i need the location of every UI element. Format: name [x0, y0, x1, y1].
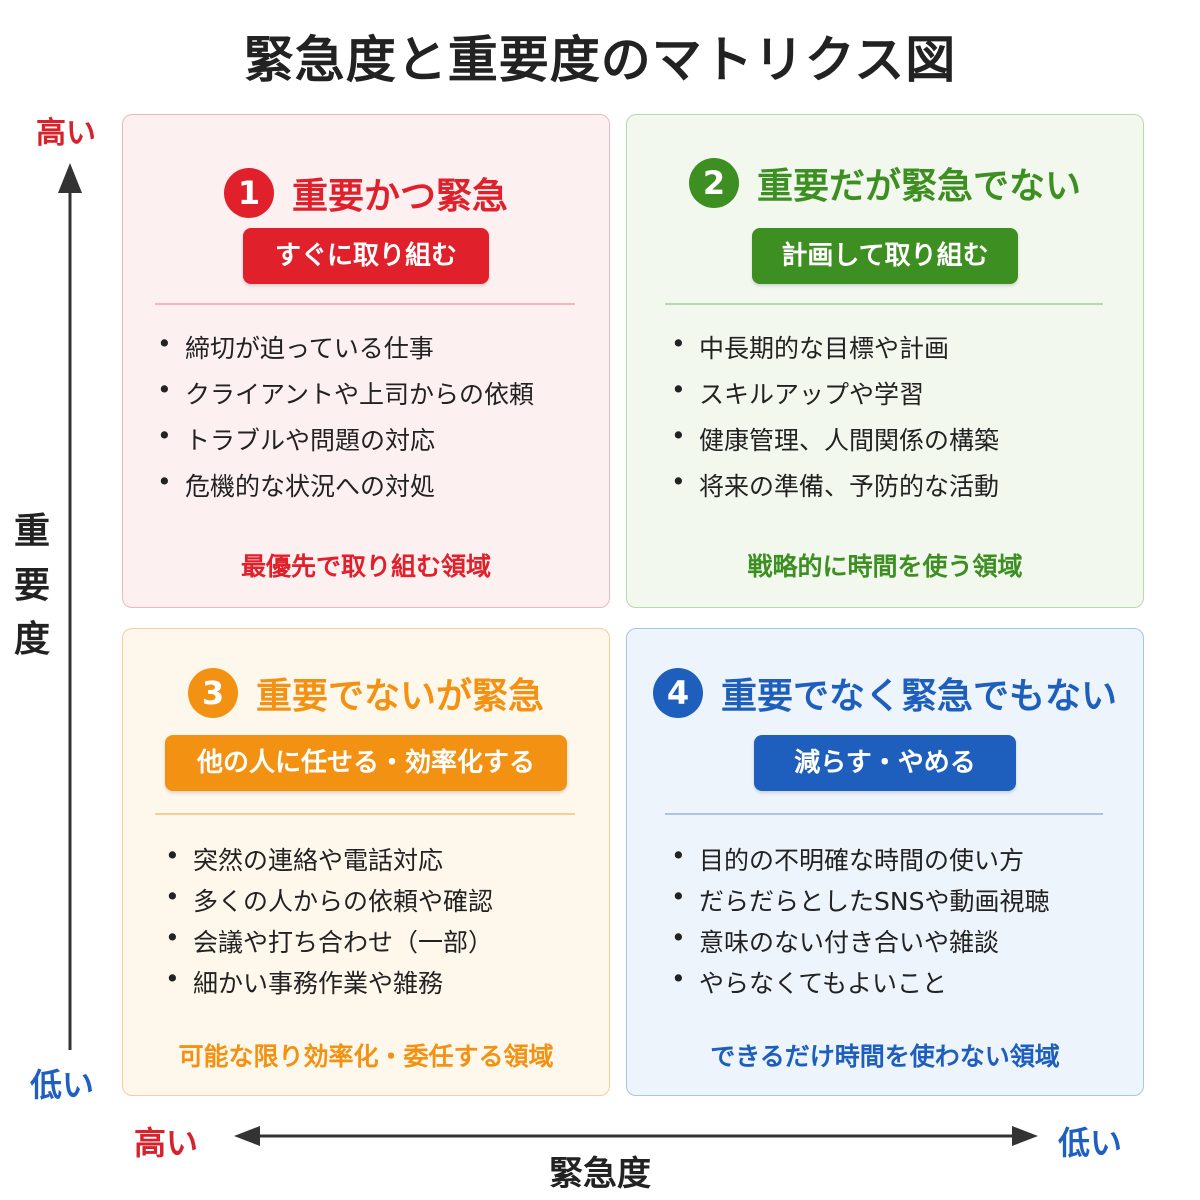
divider — [665, 813, 1103, 815]
action-label: 計画して取り組む — [752, 228, 1018, 284]
list-item: 中長期的な目標や計画 — [671, 329, 999, 375]
list-item: クライアントや上司からの依頼 — [157, 375, 534, 421]
list-item: トラブルや問題の対応 — [157, 421, 534, 467]
divider — [155, 813, 575, 815]
divider — [665, 303, 1103, 305]
quadrant-title: 重要かつ緊急 — [291, 176, 508, 217]
quadrant-number-badge: 2 — [688, 158, 739, 208]
y-axis-title-char: 度 — [13, 619, 50, 660]
quadrant-number-badge: 3 — [187, 668, 238, 718]
quadrant-3: 3 重要でないが緊急 他の人に任せる・効率化する 突然の連絡や電話対応 多くの人… — [122, 628, 610, 1096]
x-axis-high-label: 高い — [134, 1124, 199, 1162]
x-axis-left-arrowhead — [234, 1126, 260, 1146]
y-axis-title-char: 重 — [13, 511, 50, 552]
y-axis-low-label: 低い — [30, 1066, 95, 1104]
list-item: 将来の準備、予防的な活動 — [671, 467, 999, 513]
quadrant-number-badge: 4 — [652, 668, 703, 718]
quadrant-footer: できるだけ時間を使わない領域 — [710, 1042, 1060, 1071]
list-item: 締切が迫っている仕事 — [157, 329, 534, 375]
y-axis-title: 重要度 — [10, 505, 54, 667]
item-list: 目的の不明確な時間の使い方 だらだらとしたSNSや動画視聴 意味のない付き合いや… — [671, 841, 1049, 1005]
x-axis-right-arrowhead — [1012, 1126, 1038, 1146]
quadrant-4: 4 重要でなく緊急でもない 減らす・やめる 目的の不明確な時間の使い方 だらだら… — [626, 628, 1144, 1096]
y-axis-arrowhead — [58, 163, 82, 193]
x-axis-title: 緊急度 — [549, 1154, 651, 1194]
quadrant-footer: 戦略的に時間を使う領域 — [747, 552, 1023, 581]
quadrant-title: 重要でなく緊急でもない — [720, 676, 1117, 717]
item-list: 締切が迫っている仕事 クライアントや上司からの依頼 トラブルや問題の対応 危機的… — [157, 329, 534, 513]
list-item: スキルアップや学習 — [671, 375, 999, 421]
quadrant-footer: 可能な限り効率化・委任する領域 — [178, 1042, 554, 1071]
list-item: 突然の連絡や電話対応 — [165, 841, 493, 882]
list-item: だらだらとしたSNSや動画視聴 — [671, 882, 1049, 923]
quadrant-1: 1 重要かつ緊急 すぐに取り組む 締切が迫っている仕事 クライアントや上司からの… — [122, 114, 610, 608]
list-item: 会議や打ち合わせ（一部） — [165, 923, 493, 964]
list-item: 健康管理、人間関係の構築 — [671, 421, 999, 467]
quadrant-title: 重要だが緊急でない — [756, 166, 1081, 207]
list-item: やらなくてもよいこと — [671, 964, 1049, 1005]
quadrant-header: 4 重要でなく緊急でもない — [627, 667, 1143, 719]
action-label: すぐに取り組む — [243, 228, 489, 284]
item-list: 突然の連絡や電話対応 多くの人からの依頼や確認 会議や打ち合わせ（一部） 細かい… — [165, 841, 493, 1005]
list-item: 多くの人からの依頼や確認 — [165, 882, 493, 923]
action-label: 減らす・やめる — [754, 735, 1016, 791]
y-axis-title-char: 要 — [13, 565, 50, 606]
action-label: 他の人に任せる・効率化する — [165, 735, 567, 791]
list-item: 目的の不明確な時間の使い方 — [671, 841, 1049, 882]
divider — [155, 303, 575, 305]
quadrant-header: 1 重要かつ緊急 — [123, 167, 609, 219]
list-item: 危機的な状況への対処 — [157, 467, 534, 513]
quadrant-footer: 最優先で取り組む領域 — [240, 552, 491, 581]
y-axis-high-label: 高い — [36, 116, 96, 151]
quadrant-2: 2 重要だが緊急でない 計画して取り組む 中長期的な目標や計画 スキルアップや学… — [626, 114, 1144, 608]
list-item: 細かい事務作業や雑務 — [165, 964, 493, 1005]
quadrant-header: 3 重要でないが緊急 — [123, 667, 609, 719]
item-list: 中長期的な目標や計画 スキルアップや学習 健康管理、人間関係の構築 将来の準備、… — [671, 329, 999, 513]
quadrant-title: 重要でないが緊急 — [255, 676, 544, 717]
page-title: 緊急度と重要度のマトリクス図 — [243, 31, 957, 89]
quadrant-number-badge: 1 — [223, 168, 274, 218]
quadrant-header: 2 重要だが緊急でない — [627, 157, 1143, 209]
x-axis-low-label: 低い — [1058, 1124, 1123, 1162]
list-item: 意味のない付き合いや雑談 — [671, 923, 1049, 964]
